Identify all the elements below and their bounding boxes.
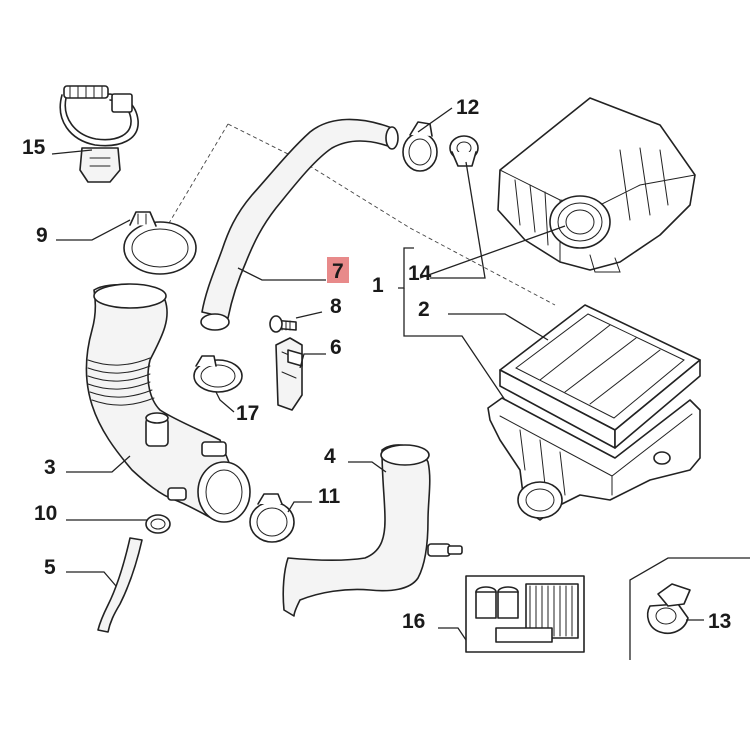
callout-16: 16 bbox=[402, 610, 425, 633]
part-15-bracket bbox=[59, 85, 139, 183]
callout-7: 7 bbox=[332, 260, 344, 283]
part-13-clip bbox=[629, 557, 750, 660]
part-4-hose bbox=[282, 444, 463, 617]
part-12-clamp bbox=[402, 121, 438, 172]
part-6-bracket bbox=[275, 337, 303, 411]
callout-labels: 15 12 9 7 14 1 8 2 6 17 3 4 11 10 5 16 1… bbox=[22, 96, 731, 633]
part-8-screw bbox=[269, 315, 297, 333]
part-17-clamp bbox=[193, 355, 243, 393]
callout-14: 14 bbox=[408, 262, 432, 285]
callout-15: 15 bbox=[22, 136, 46, 159]
callout-10: 10 bbox=[34, 502, 57, 525]
callout-8: 8 bbox=[330, 295, 342, 318]
callout-13: 13 bbox=[708, 610, 731, 633]
part-16-filter-kit bbox=[465, 575, 585, 653]
callout-5: 5 bbox=[44, 556, 56, 579]
part-5-hose bbox=[97, 537, 143, 633]
part-3-duct bbox=[85, 283, 251, 523]
part-2-filter bbox=[499, 304, 701, 449]
part-9-clamp bbox=[123, 211, 197, 275]
callout-3: 3 bbox=[44, 456, 56, 479]
callout-11: 11 bbox=[318, 485, 341, 508]
leader-lines bbox=[51, 107, 704, 641]
part-1-airbox-base bbox=[487, 397, 701, 521]
part-11-clamp bbox=[249, 493, 295, 543]
callout-4: 4 bbox=[324, 445, 336, 468]
dashed-assembly-lines bbox=[149, 123, 556, 306]
callout-1: 1 bbox=[372, 274, 384, 297]
callout-2: 2 bbox=[418, 298, 430, 321]
part-7-hose bbox=[200, 118, 399, 331]
callout-17: 17 bbox=[236, 402, 259, 425]
grommet bbox=[449, 135, 479, 167]
part-10-clamp bbox=[145, 514, 171, 534]
callout-7-highlight bbox=[327, 257, 349, 283]
callout-12: 12 bbox=[456, 96, 479, 119]
callout-9: 9 bbox=[36, 224, 48, 247]
airbox-cover bbox=[497, 97, 696, 273]
callout-6: 6 bbox=[330, 336, 342, 359]
